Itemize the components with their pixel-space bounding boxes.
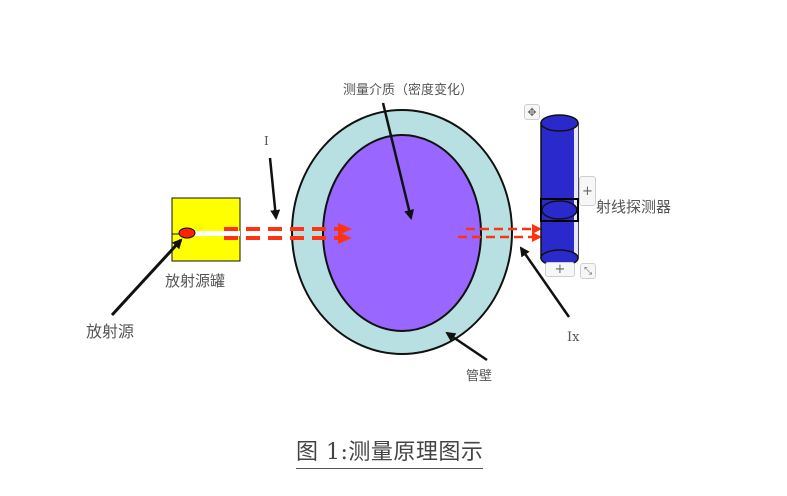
intensity-i-pointer-arrow bbox=[268, 157, 281, 220]
medium-pointer-arrow bbox=[381, 102, 414, 220]
pipe-wall-pointer-arrow bbox=[445, 331, 488, 362]
selection-box bbox=[540, 198, 579, 222]
figure-caption: 图 1:测量原理图示 bbox=[296, 440, 484, 469]
detector-label: 射线探测器 bbox=[596, 198, 672, 216]
move-handle-icon[interactable]: ✥ bbox=[524, 104, 540, 120]
transmitted-intensity-label: Ix bbox=[567, 330, 580, 345]
source-pointer-arrow bbox=[110, 238, 183, 317]
medium-label: 测量介质（密度变化） bbox=[343, 83, 474, 98]
add-right-button[interactable]: + bbox=[579, 176, 596, 206]
intensity-ix-pointer-arrow bbox=[519, 246, 571, 318]
pipe-wall-label: 管壁 bbox=[466, 369, 493, 384]
radiation-source bbox=[178, 227, 196, 239]
transmitted-beam bbox=[458, 227, 535, 239]
incident-intensity-label: I bbox=[264, 134, 269, 148]
add-bottom-button[interactable]: + bbox=[545, 262, 575, 277]
incident-beam bbox=[224, 227, 340, 240]
measured-medium bbox=[322, 134, 482, 332]
source-tank-label: 放射源罐 bbox=[165, 272, 226, 290]
radiation-detector[interactable] bbox=[540, 114, 579, 267]
resize-handle-icon[interactable]: ⤡ bbox=[580, 263, 596, 279]
source-label: 放射源 bbox=[86, 322, 135, 341]
